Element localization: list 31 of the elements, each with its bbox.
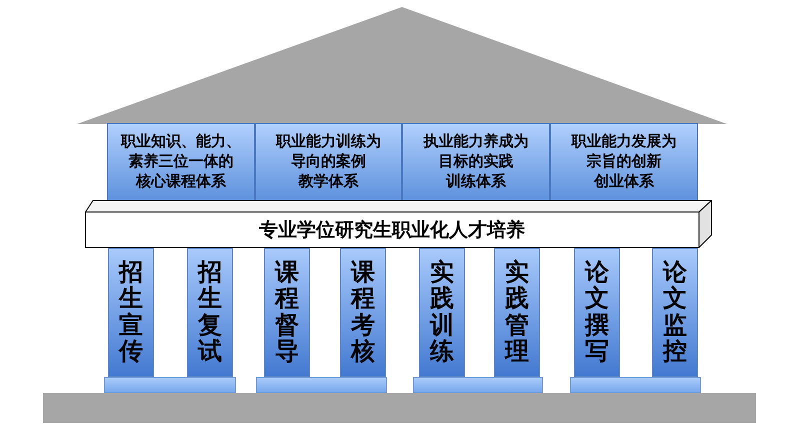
column [574, 248, 620, 377]
column-label: 实践管理 [505, 260, 529, 366]
column [108, 248, 154, 377]
column-label: 招生复试 [198, 260, 222, 366]
column [494, 248, 540, 377]
box-label: 职业能力发展为宗旨的创新创业体系 [572, 132, 676, 192]
roof-box [402, 123, 550, 201]
roof-box [255, 123, 402, 201]
column-pedestal [413, 377, 543, 393]
column-label: 课程督导 [275, 260, 299, 366]
column [340, 248, 386, 377]
column-label: 课程考核 [351, 260, 375, 366]
column-label: 论文撰写 [585, 260, 609, 366]
column [264, 248, 310, 377]
column [187, 248, 233, 377]
column-pedestal [104, 377, 236, 393]
column [419, 248, 465, 377]
column-pedestal [256, 377, 387, 393]
roof-box [107, 123, 255, 201]
column [652, 248, 698, 377]
box-label: 职业能力训练为导向的案例教学体系 [276, 132, 381, 192]
column-pedestal [570, 377, 701, 393]
roof [77, 7, 727, 124]
box-label: 执业能力养成为目标的实践训练体系 [424, 132, 528, 192]
column-label: 实践训练 [430, 260, 454, 366]
roof-box [550, 123, 698, 201]
column-label: 招生宣传 [119, 260, 143, 366]
column-label: 论文监控 [663, 260, 687, 366]
box-label: 职业知识、能力、素养三位一体的核心课程体系 [121, 132, 241, 192]
beam-label: 专业学位研究生职业化人才培养 [259, 220, 525, 240]
ground-slab [43, 393, 756, 423]
